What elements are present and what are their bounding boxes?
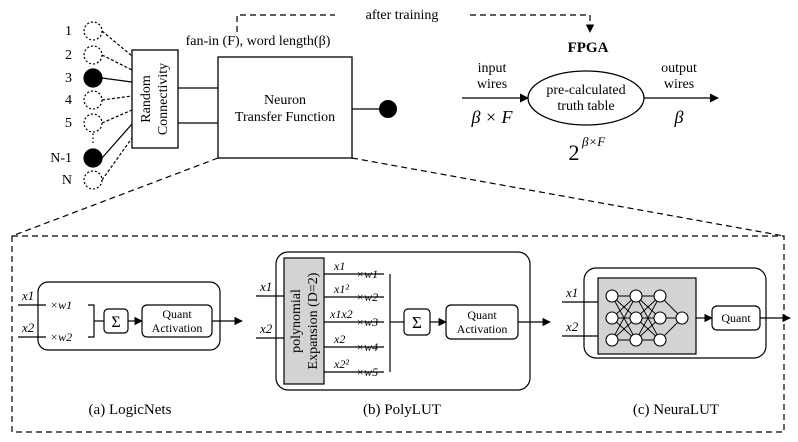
variants-container bbox=[11, 235, 785, 433]
neuralut-network-nodes bbox=[605, 289, 689, 347]
polylut-panel: x1 x2 polynomial Expansion (D=2) x1 x1² … bbox=[256, 251, 551, 418]
logicnets-quant-label-1: Quant bbox=[162, 307, 192, 321]
node-5 bbox=[83, 113, 103, 133]
node-1 bbox=[83, 21, 103, 41]
after-training-label: after training bbox=[366, 8, 439, 23]
random-connectivity-label-2: Connectivity bbox=[156, 63, 171, 135]
after-training-arrow bbox=[236, 14, 595, 33]
neuralut-x1: x1 bbox=[565, 285, 578, 300]
output-size-label: β bbox=[674, 107, 684, 127]
node-label-2: 2 bbox=[65, 48, 72, 63]
polylut-x1: x1 bbox=[259, 279, 272, 294]
node-label-3: 3 bbox=[65, 71, 72, 86]
node-label-n-1: N-1 bbox=[50, 151, 72, 166]
output-wires-label-2: wires bbox=[664, 77, 694, 92]
node-3 bbox=[83, 68, 103, 88]
polylut-expansion-label-1: polynomial bbox=[289, 289, 304, 353]
polylut-weight-1: ×w1 bbox=[356, 267, 378, 281]
logicnets-sum-symbol: Σ bbox=[111, 314, 120, 331]
polylut-term-2: x1² bbox=[333, 282, 349, 296]
neuralut-caption: (c) NeuraLUT bbox=[633, 402, 719, 418]
fpga-title: FPGA bbox=[568, 40, 609, 56]
node-label-n: N bbox=[62, 173, 72, 188]
node-ellipsis: ⋮ bbox=[87, 131, 99, 145]
polylut-expansion-label-2: Expansion (D=2) bbox=[306, 272, 321, 369]
node-4 bbox=[83, 90, 103, 110]
logicnets-panel: x1 x2 ×w1 ×w2 Σ Quant Activation (a) Log… bbox=[18, 281, 243, 418]
logicnets-x1: x1 bbox=[21, 288, 34, 303]
polylut-weight-3: ×w3 bbox=[356, 315, 378, 329]
polylut-term-3: x1x2 bbox=[329, 307, 353, 321]
neuron-transfer-label-1: Neuron bbox=[264, 93, 306, 108]
neuralut-quant-label: Quant bbox=[721, 311, 751, 325]
polylut-weight-5: ×w5 bbox=[356, 365, 378, 379]
polylut-term-1: x1 bbox=[333, 259, 345, 273]
input-node-labels: 1 2 3 4 5 N-1 N bbox=[50, 24, 72, 188]
input-nodes bbox=[83, 21, 103, 190]
polylut-term-4: x2 bbox=[333, 332, 345, 346]
input-wires-label-1: input bbox=[478, 61, 507, 76]
node-n-1 bbox=[83, 148, 103, 168]
truth-table-label-2: truth table bbox=[557, 99, 614, 114]
polylut-expansion-box bbox=[283, 257, 325, 385]
logicnets-x2: x2 bbox=[21, 320, 35, 335]
neuron-transfer-function-box bbox=[217, 56, 353, 159]
node-label-5: 5 bbox=[65, 116, 72, 131]
node-label-4: 4 bbox=[65, 93, 72, 108]
truth-table-label-1: pre-calculated bbox=[546, 83, 625, 98]
random-connectivity-box bbox=[131, 49, 179, 149]
input-size-label: β × F bbox=[470, 107, 513, 127]
polylut-caption: (b) PolyLUT bbox=[363, 402, 441, 418]
logicnets-caption: (a) LogicNets bbox=[89, 402, 172, 418]
node-2 bbox=[83, 45, 103, 65]
neuralut-x2: x2 bbox=[565, 319, 579, 334]
table-size-base: 2 bbox=[569, 140, 580, 165]
neuron-transfer-label-2: Transfer Function bbox=[235, 110, 335, 125]
logicnets-w1: ×w1 bbox=[50, 298, 72, 312]
polylut-weight-2: ×w2 bbox=[356, 290, 378, 304]
polylut-term-5: x2² bbox=[333, 357, 349, 371]
truth-table-ellipse bbox=[527, 70, 645, 126]
input-connections bbox=[101, 30, 133, 181]
input-wires-label-2: wires bbox=[477, 77, 507, 92]
polylut-quant-label-2: Activation bbox=[457, 322, 508, 336]
polylut-sum-symbol: Σ bbox=[412, 313, 422, 332]
polylut-weight-4: ×w4 bbox=[356, 340, 378, 354]
table-size-exp: β×F bbox=[581, 134, 606, 149]
node-label-1: 1 bbox=[65, 24, 72, 39]
output-wires-label-1: output bbox=[661, 61, 697, 76]
output-node bbox=[379, 100, 397, 118]
logicnets-quant-label-2: Activation bbox=[152, 321, 203, 335]
logicnets-w2: ×w2 bbox=[50, 330, 72, 344]
random-connectivity-label-1: Random bbox=[139, 75, 154, 123]
neuralut-panel: x1 x2 Quant (c) NeuraLUT bbox=[562, 267, 791, 418]
fanin-label: fan-in (F), word length(β) bbox=[186, 34, 331, 49]
node-n bbox=[83, 170, 103, 190]
polylut-quant-label-1: Quant bbox=[467, 308, 497, 322]
polylut-x2: x2 bbox=[259, 321, 273, 336]
